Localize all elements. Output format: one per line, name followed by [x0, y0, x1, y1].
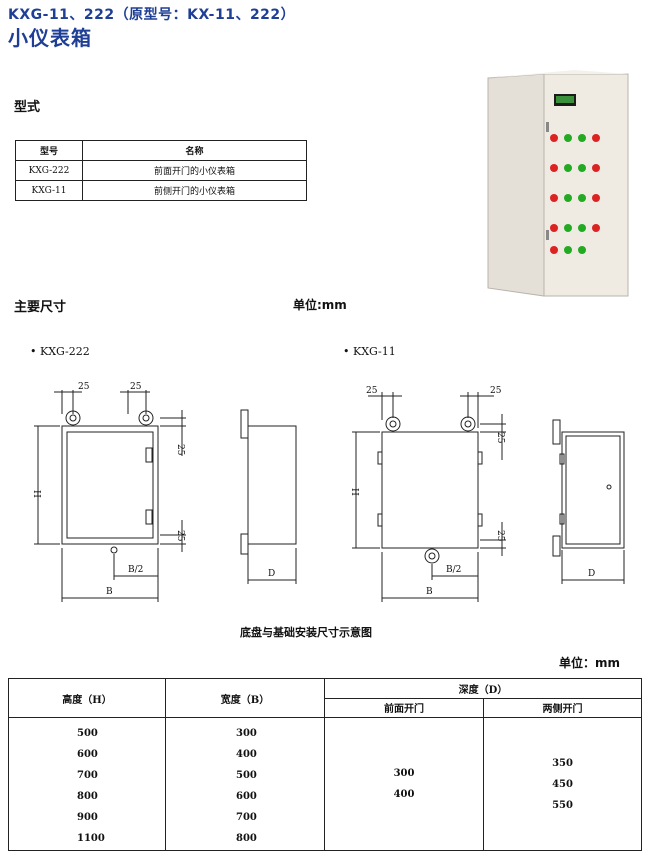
col-side-door: 两侧开门	[483, 697, 642, 718]
col-model: 型号	[15, 140, 83, 161]
dim-d: D	[588, 569, 595, 579]
unit-label-2: 单位：mm	[559, 656, 621, 670]
dim-25: 25	[490, 386, 502, 396]
height-value: 500	[77, 728, 98, 739]
height-value: 1100	[77, 833, 105, 844]
dim-b2: B/2	[446, 565, 461, 575]
install-drawings: 25 25 25 25 H B/2 B D 25 25 25 25 H B/2 …	[31, 382, 625, 602]
col-depth: 深度（D）	[324, 678, 642, 699]
width-value: 400	[236, 749, 257, 760]
col-height: 高度（H）	[8, 678, 166, 718]
front-depth-value: 400	[393, 789, 415, 800]
table-row: 500 600 700 800 900 1100 300 400 500 600…	[8, 717, 642, 851]
heights-cell: 500 600 700 800 900 1100	[8, 717, 166, 851]
dimension-table: 高度（H） 宽度（B） 深度（D） 前面开门 两侧开门 500 600 700 …	[8, 678, 642, 851]
dim-25: 25	[495, 432, 505, 444]
width-value: 300	[236, 728, 257, 739]
table-row: KXG-11 前侧开门的小仪表箱	[15, 180, 307, 201]
type-table: 型号 名称 KXG-222 前面开门的小仪表箱 KXG-11 前侧开门的小仪表箱	[15, 140, 307, 201]
page-title-line1: KXG-11、222（原型号：KX-11、222）	[8, 7, 296, 23]
dim-b2: B/2	[128, 565, 143, 575]
dim-h: H	[349, 488, 359, 496]
cell-model: KXG-11	[15, 180, 83, 201]
height-value: 600	[77, 749, 98, 760]
width-value: 700	[236, 812, 257, 823]
front-depths-cell: 300 400	[324, 717, 484, 851]
cell-name: 前侧开门的小仪表箱	[82, 180, 307, 201]
dim-d: D	[268, 569, 275, 579]
table-row: KXG-222 前面开门的小仪表箱	[15, 160, 307, 181]
front-depth-value: 300	[393, 768, 415, 779]
col-width: 宽度（B）	[165, 678, 325, 718]
width-value: 500	[236, 770, 257, 781]
dim-25: 25	[175, 530, 185, 542]
cabinet-photo	[482, 70, 634, 302]
width-value: 600	[236, 791, 257, 802]
indicator-lights	[550, 134, 600, 254]
drawing-caption: 底盘与基础安装尺寸示意图	[240, 626, 372, 639]
side-depth-value: 550	[552, 799, 573, 811]
col-front-door: 前面开门	[324, 697, 484, 718]
front-view-11	[381, 431, 479, 549]
height-value: 700	[77, 770, 98, 781]
widths-cell: 300 400 500 600 700 800	[165, 717, 325, 851]
col-name: 名称	[82, 140, 307, 161]
cell-model: KXG-222	[15, 160, 83, 181]
dim-25: 25	[495, 530, 505, 542]
dim-25: 25	[130, 382, 142, 392]
table-subheader-row: 前面开门 两侧开门	[9, 697, 642, 718]
table-header-row: 型号 名称	[15, 140, 307, 161]
side-depth-value: 450	[552, 778, 573, 790]
model-label-kxg222: • KXG-222	[30, 345, 90, 358]
model-label-kxg11: • KXG-11	[343, 345, 396, 358]
dim-25: 25	[366, 386, 378, 396]
side-depths-cell: 350 450 550	[483, 717, 642, 851]
dim-25: 25	[175, 444, 185, 456]
dim-b: B	[426, 587, 433, 597]
dim-b: B	[106, 587, 113, 597]
side-depth-value: 350	[552, 757, 573, 769]
height-value: 800	[77, 791, 98, 802]
height-value: 900	[77, 812, 98, 823]
dims-heading: 主要尺寸	[14, 300, 67, 315]
front-view-222	[61, 425, 159, 545]
type-heading: 型式	[14, 100, 41, 115]
cell-name: 前面开门的小仪表箱	[82, 160, 307, 181]
page-title-line2: 小仪表箱	[8, 26, 92, 50]
dim-h: H	[31, 490, 41, 498]
unit-label: 单位:mm	[293, 298, 347, 312]
width-value: 800	[236, 833, 257, 844]
dim-25: 25	[78, 382, 90, 392]
table-header-row: 高度（H） 宽度（B） 深度（D）	[8, 678, 642, 718]
